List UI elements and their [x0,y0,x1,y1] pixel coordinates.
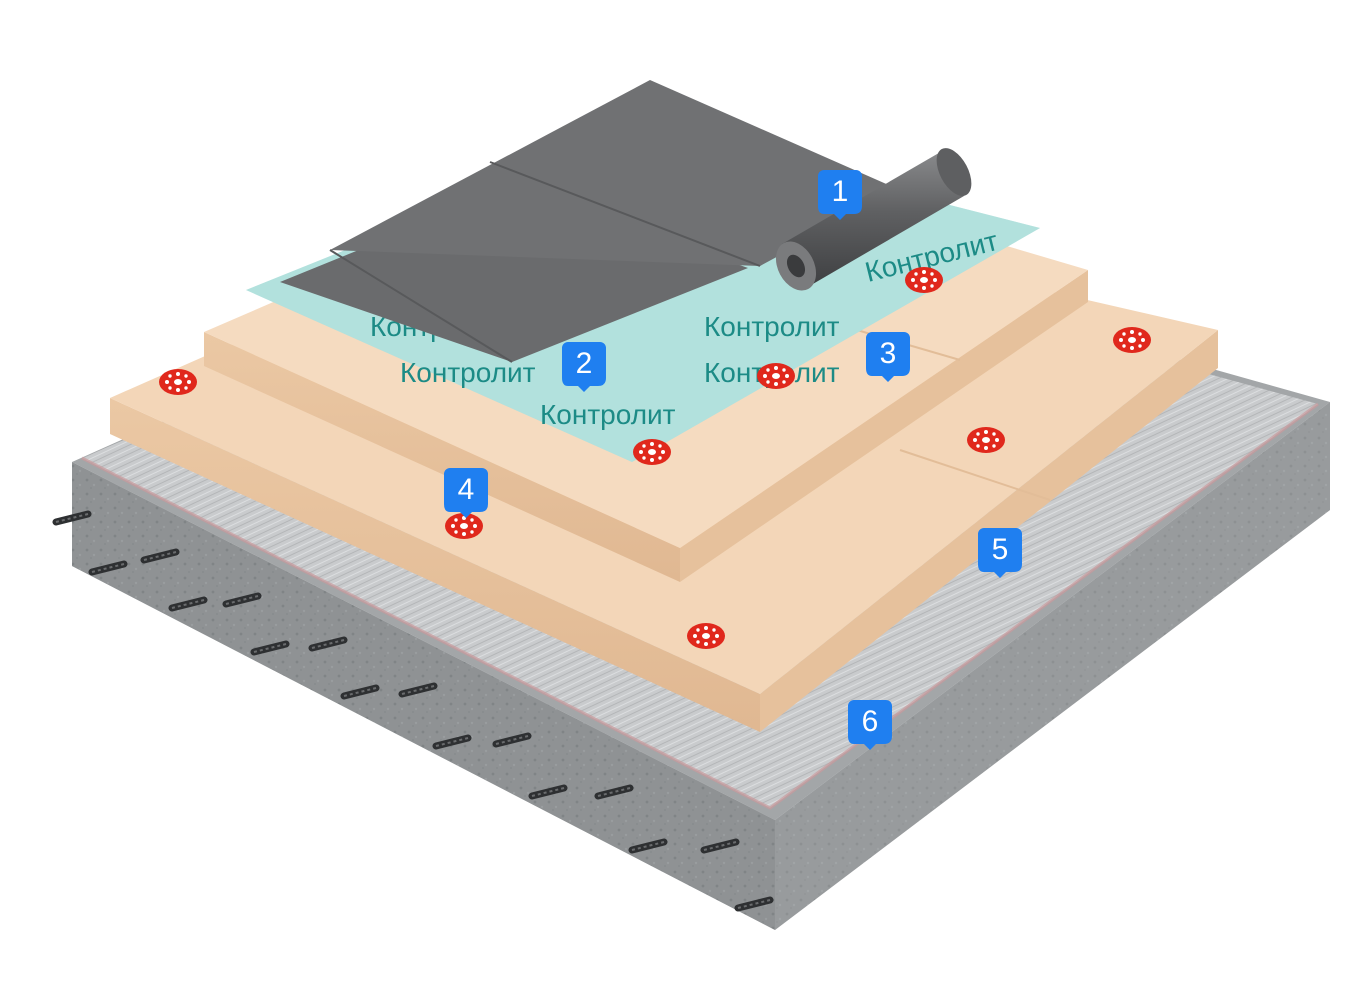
callout-number: 3 [879,337,897,370]
callout-badge-icon [562,342,606,392]
brand-text: Контролит [540,399,676,430]
brand-text: Контролит [704,311,840,342]
callout-number: 2 [575,347,593,380]
fastener-disc-icon [687,623,725,649]
fastener-disc-icon [967,427,1005,453]
callout-4: 4 [442,466,490,518]
fastener-disc-icon [757,363,795,389]
callout-number: 4 [457,473,475,506]
fastener-disc-icon [633,439,671,465]
callout-badge-icon [866,332,910,382]
callout-badge-icon [818,170,862,220]
callout-badge-icon [848,700,892,750]
callout-6: 6 [846,698,894,750]
brand-text: Контролит [400,357,536,388]
roll-icon [775,148,972,291]
callout-5: 5 [976,526,1024,578]
callout-badge-icon [978,528,1022,578]
fastener-disc-icon [1113,327,1151,353]
callout-3: 3 [864,330,912,382]
callout-number: 5 [991,533,1009,566]
fastener-disc-icon [159,369,197,395]
callout-2: 2 [560,340,608,392]
callout-number: 1 [831,175,849,208]
callout-1: 1 [816,168,864,220]
fastener-disc-icon [905,267,943,293]
callout-badge-icon [444,468,488,518]
roofing-sheets [280,80,900,363]
callout-number: 6 [861,705,879,738]
